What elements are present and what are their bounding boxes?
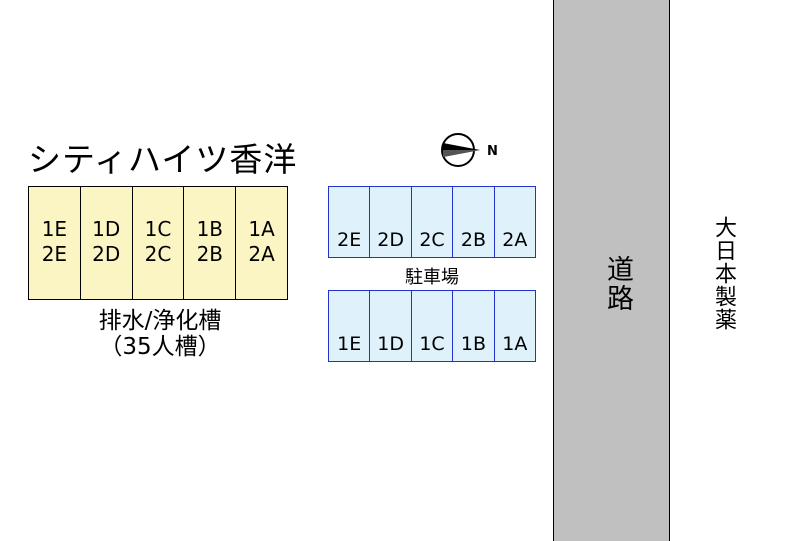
unit-label-lower: 2C [144,242,172,266]
septic-line-1: 排水/浄化槽 [98,308,222,334]
neighbor-company-label: 大日本製薬 [711,216,736,331]
septic-line-2: （35人槽） [99,334,221,360]
building-unit-c: 1C 2C [133,187,185,299]
building-unit-a: 1A 2A [236,187,287,299]
parking-slot: 2B [453,187,495,257]
unit-label-upper: 1B [196,217,224,241]
north-arrow-icon: N [441,133,498,167]
parking-slot: 1B [453,291,495,361]
building-unit-e: 1E 2E [29,187,81,299]
unit-label-lower: 2A [248,242,275,266]
parking-slot: 2D [370,187,412,257]
parking-slot: 2C [412,187,454,257]
septic-tank-label: 排水/浄化槽 （35人槽） [40,308,280,360]
unit-label-upper: 1C [144,217,172,241]
unit-label-lower: 2D [92,242,121,266]
parking-slot: 2A [502,229,528,251]
building-unit-d: 1D 2D [81,187,133,299]
parking-slot: 1D [370,291,412,361]
unit-label-upper: 1A [248,217,275,241]
road [553,0,670,541]
parking-label: 駐車場 [405,267,459,288]
parking-slot: 1A [502,333,528,355]
compass-label: N [487,144,498,159]
property-title: シティハイツ香洋 [28,140,298,179]
road-label: 道路 [602,255,633,313]
building-unit-b: 1B 2B [184,187,237,299]
parking-slot: 1E [329,291,371,361]
parking-row-upper: 2E 2D 2C 2B 2A [328,186,536,258]
parking-row-lower: 1E 1D 1C 1B 1A [328,290,536,362]
unit-label-lower: 2E [41,242,68,266]
unit-label-upper: 1E [41,217,68,241]
unit-label-lower: 2B [196,242,224,266]
unit-label-upper: 1D [92,217,121,241]
parking-slot: 2E [329,187,371,257]
parking-slot: 1C [412,291,454,361]
apartment-building: 1E 2E 1D 2D 1C 2C 1B 2B 1A 2A [28,186,288,300]
